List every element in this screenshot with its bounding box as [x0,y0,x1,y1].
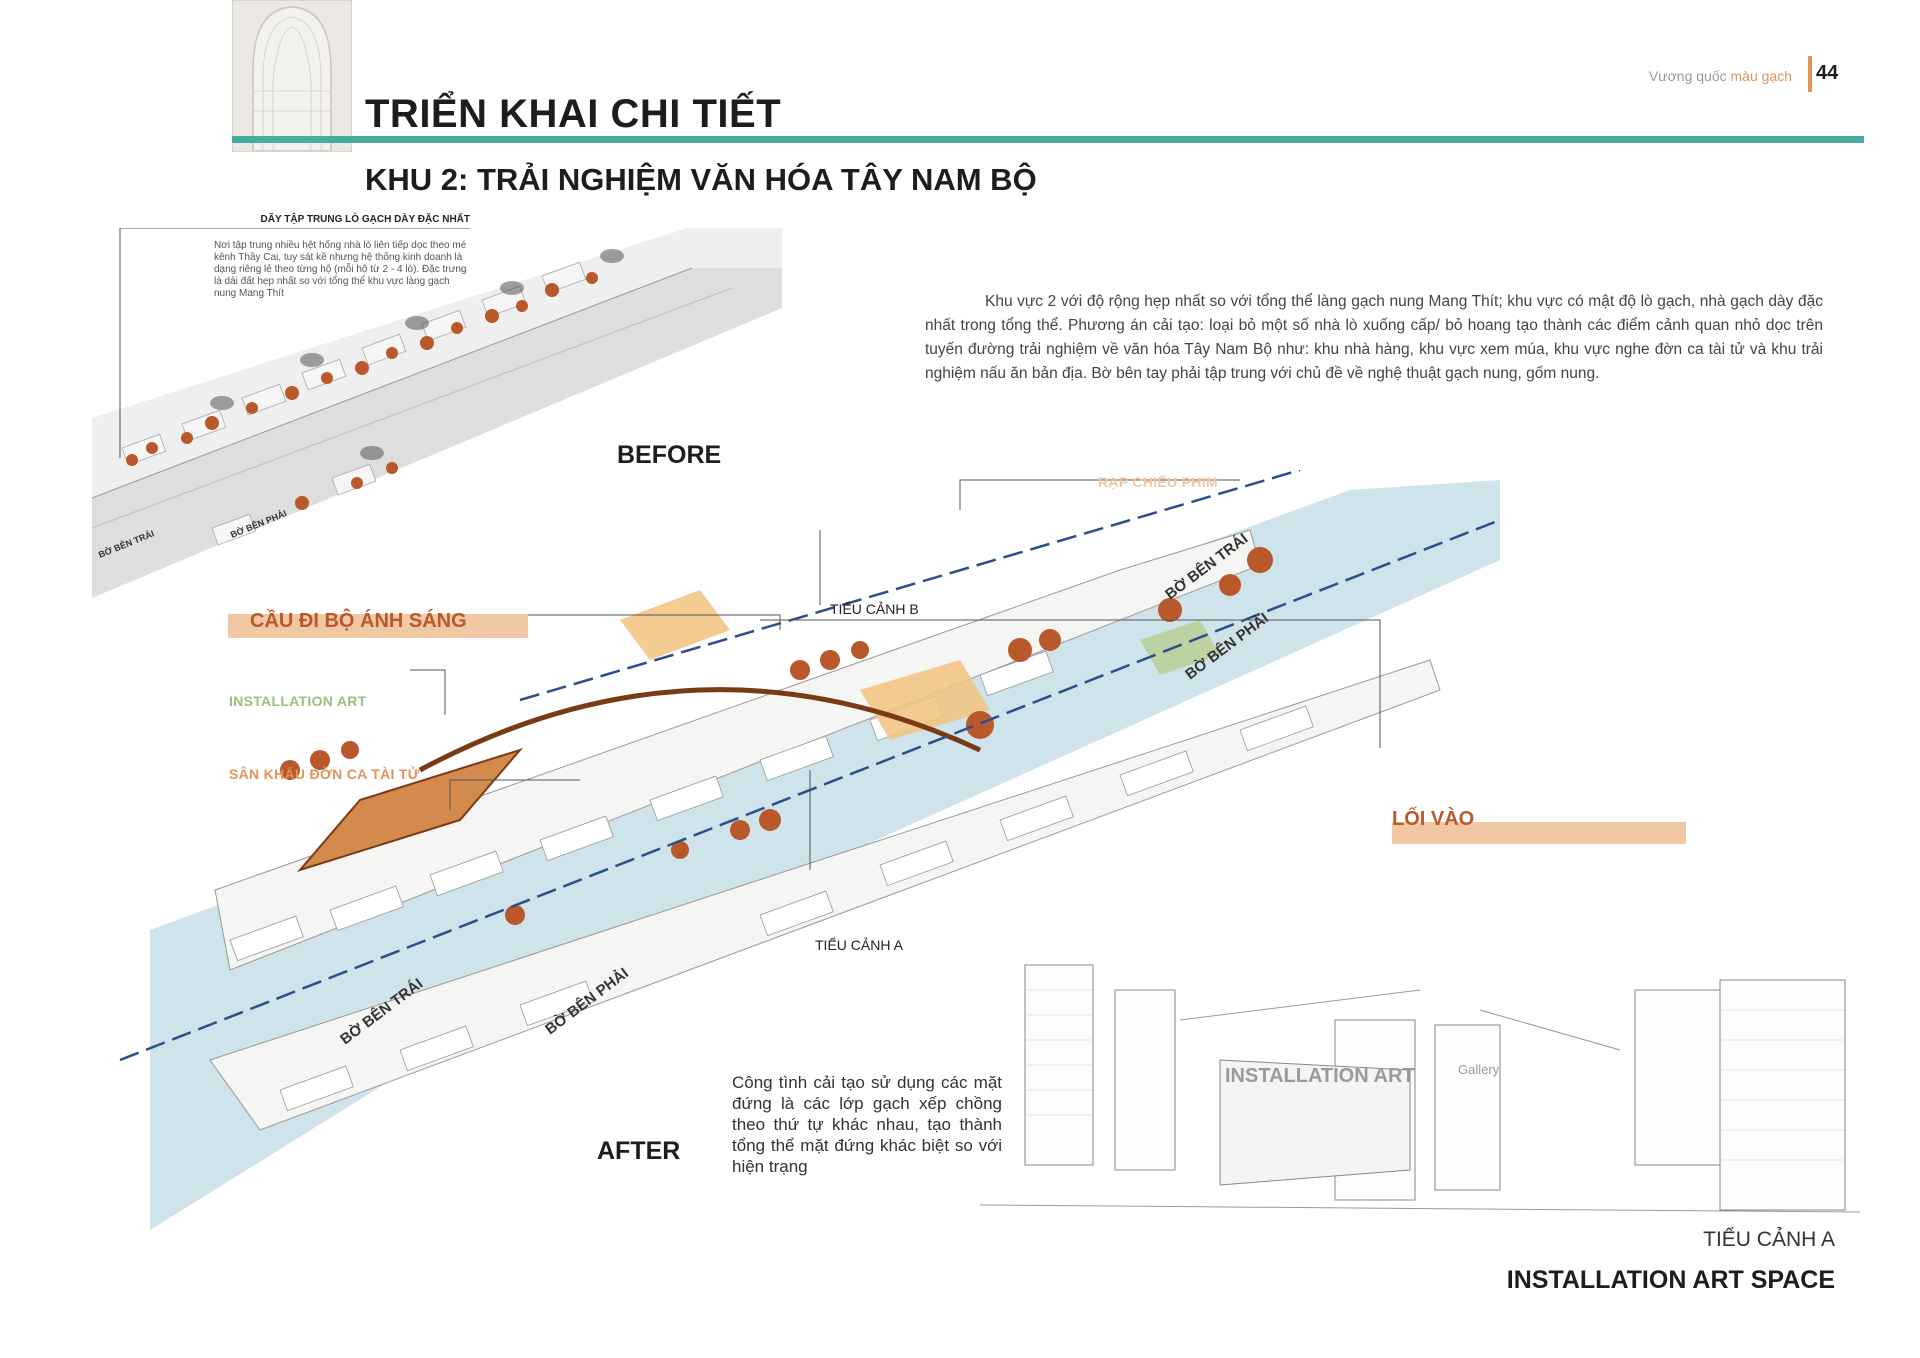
installation-callout: INSTALLATION ART [229,693,367,709]
page-number-bar [1808,56,1812,92]
title-rule [232,136,1864,143]
installation-art-perspective: INSTALLATION ART Gallery [980,964,1860,1213]
scene-a-title: INSTALLATION ART SPACE [1506,1266,1835,1294]
bridge-callout-bar [228,614,528,638]
brand-prefix: Vương quốc [1648,68,1731,84]
intro-paragraph: Khu vực 2 với độ rộng hẹp nhất so với tổ… [925,293,1823,382]
installation-description: Công tình cải tạo sử dụng các mặt đứng l… [732,1073,1002,1176]
section-subtitle: KHU 2: TRẢI NGHIỆM VĂN HÓA TÂY NAM BỘ [365,162,1037,197]
scene-a-label: TIỂU CẢNH A [1703,1228,1835,1251]
page-number: 44 [1816,62,1839,84]
kiln-thumbnail [232,0,352,152]
scene-a-callout: TIỂU CẢNH A [815,937,903,953]
installation-sign-text: INSTALLATION ART [1225,1065,1415,1087]
entrance-callout: LỐI VÀO [1392,808,1475,830]
after-label: AFTER [597,1137,681,1165]
before-note-title: DÃY TẬP TRUNG LÒ GẠCH DÀY ĐẶC NHẤT [260,214,470,225]
page-title: TRIỂN KHAI CHI TIẾT [365,92,782,136]
stage-callout: SÂN KHẤU ĐỜN CA TÀI TỬ [229,766,420,782]
bridge-callout: CẦU ĐI BỘ ÁNH SÁNG [250,610,467,632]
cinema-callout: RẠP CHIẾU PHIM [1098,474,1218,490]
gallery-sign-text: Gallery [1458,1062,1500,1077]
brand-line: Vương quốc màu gạch [1649,68,1792,84]
brand-accent: màu gạch [1730,68,1792,84]
scene-b-callout: TIỂU CẢNH B [830,601,919,617]
before-label: BEFORE [617,441,722,469]
before-note-body: Nơi tập trung nhiều hệt hống nhà lò liên… [214,240,467,299]
entrance-callout-bar [1392,822,1686,844]
after-site-plan: BỜ BÊN TRÁI BỜ BÊN PHẢI BỜ BÊN TRÁI BỜ B… [119,470,1501,1230]
before-site-drawing: BỜ BÊN TRÁI BỜ BÊN PHẢI [92,228,782,598]
